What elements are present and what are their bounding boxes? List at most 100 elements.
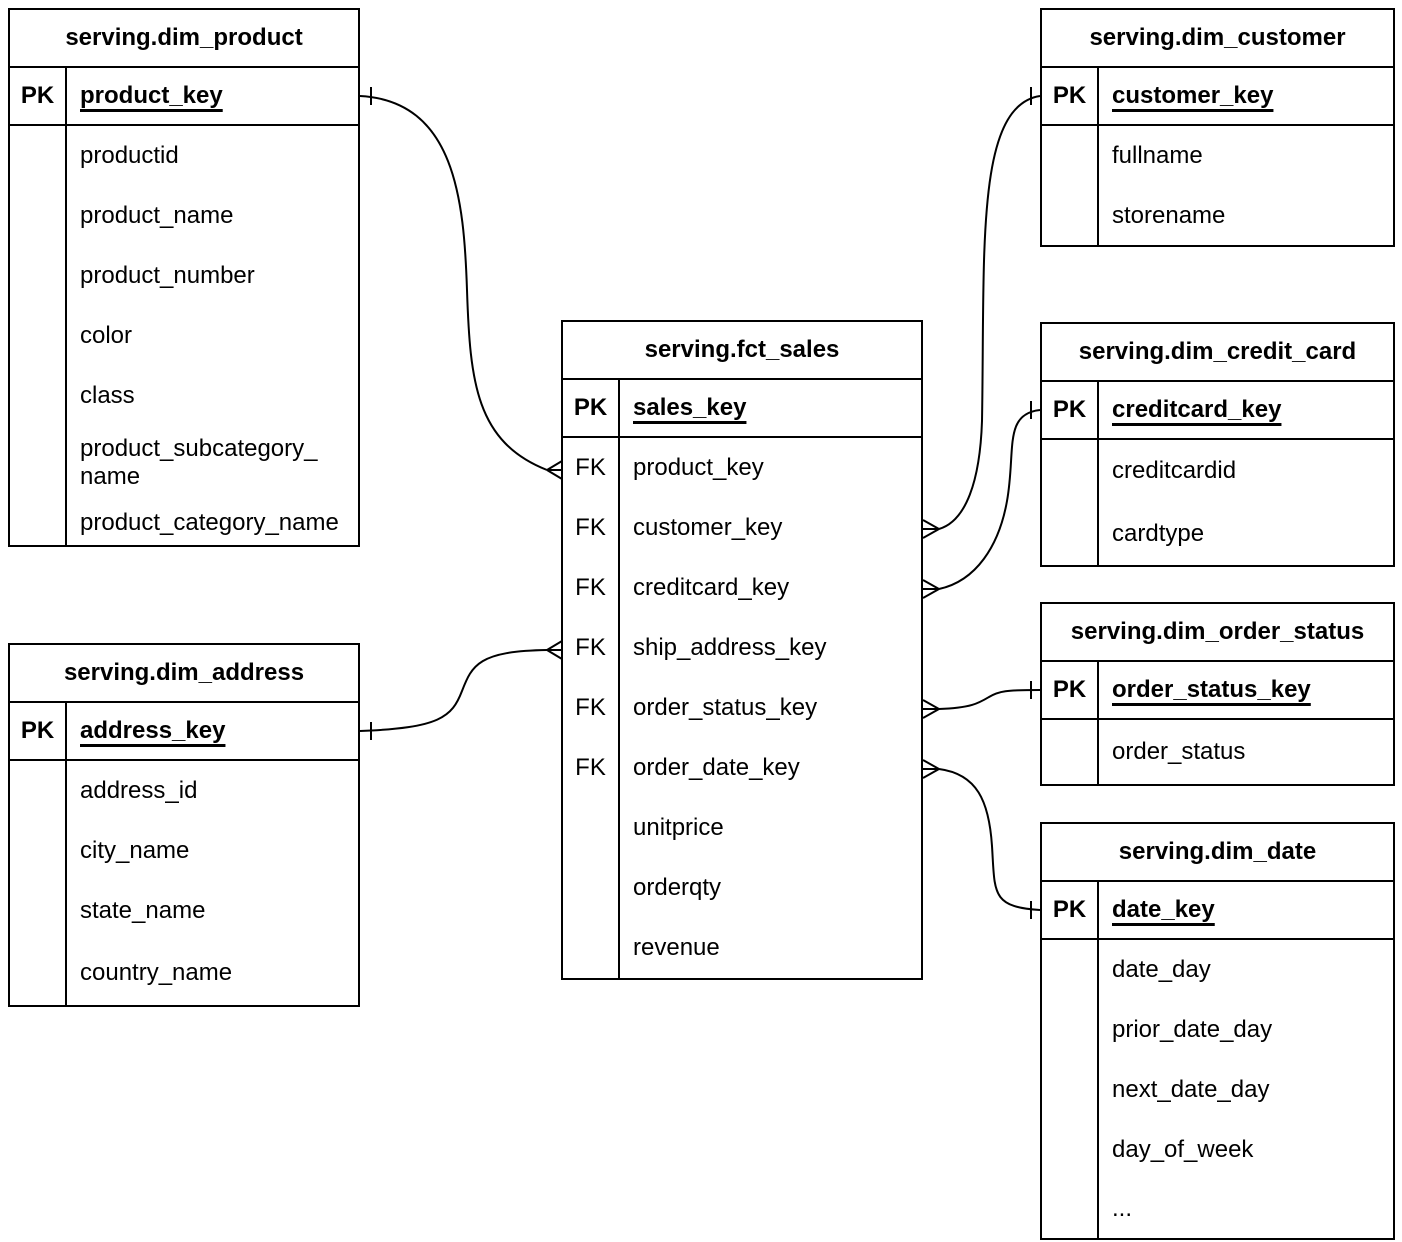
pk-field-name: sales_key	[633, 394, 747, 422]
table-row: day_of_week	[1042, 1120, 1393, 1180]
table-title: serving.dim_credit_card	[1042, 324, 1393, 382]
table-row: creditcardid	[1042, 440, 1393, 502]
field-name: class	[80, 382, 135, 410]
table-serving-dim-date: serving.dim_date PK date_key date_day pr…	[1040, 822, 1395, 1240]
key-cell	[10, 761, 67, 821]
key-cell	[10, 306, 67, 366]
field-name: product_subcategory_ name	[80, 435, 318, 490]
table-row: FK customer_key	[563, 498, 921, 558]
table-row: order_status	[1042, 720, 1393, 784]
key-cell	[10, 426, 67, 500]
pk-field-name: creditcard_key	[1112, 396, 1282, 424]
field-name: product_name	[80, 202, 234, 230]
pk-row: PK creditcard_key	[1042, 382, 1393, 440]
pk-row: PK order_status_key	[1042, 662, 1393, 720]
field-name: revenue	[633, 934, 720, 962]
field-name: product_key	[633, 454, 764, 482]
connector-fct-sales-dim-order-status	[922, 681, 1041, 719]
fk-badge: FK	[563, 438, 620, 498]
table-row: productid	[10, 126, 358, 186]
table-title: serving.dim_product	[10, 10, 358, 68]
field-name: date_day	[1112, 956, 1211, 984]
table-serving-dim-product: serving.dim_product PK product_key produ…	[8, 8, 360, 547]
key-cell	[1042, 1000, 1099, 1060]
crow-foot-many-icon	[922, 759, 940, 779]
pk-badge: PK	[1042, 662, 1099, 718]
table-row: fullname	[1042, 126, 1393, 186]
field-name: order_date_key	[633, 754, 800, 782]
table-row: color	[10, 306, 358, 366]
table-row: FK ship_address_key	[563, 618, 921, 678]
pk-row: PK product_key	[10, 68, 358, 126]
table-serving-fct-sales: serving.fct_sales PK sales_key FK produc…	[561, 320, 923, 980]
key-cell	[1042, 720, 1099, 784]
table-row: state_name	[10, 881, 358, 941]
key-cell	[10, 126, 67, 186]
pk-badge: PK	[10, 703, 67, 759]
crow-foot-many-icon	[922, 519, 940, 539]
pk-field: order_status_key	[1099, 662, 1393, 718]
field-name: order_status	[1112, 738, 1246, 766]
table-row: product_category_name	[10, 500, 358, 545]
key-cell	[10, 366, 67, 426]
table-serving-dim-order-status: serving.dim_order_status PK order_status…	[1040, 602, 1395, 786]
field-name: orderqty	[633, 874, 722, 902]
fk-badge: FK	[563, 678, 620, 738]
connector-dim-address-fct-sales	[359, 640, 563, 740]
key-cell	[1042, 1120, 1099, 1180]
table-row: product_number	[10, 246, 358, 306]
table-title: serving.dim_customer	[1042, 10, 1393, 68]
field-name: order_status_key	[633, 694, 818, 722]
key-cell	[1042, 940, 1099, 1000]
pk-field-name: date_key	[1112, 896, 1215, 924]
key-cell	[1042, 126, 1099, 186]
table-row: prior_date_day	[1042, 1000, 1393, 1060]
table-row: class	[10, 366, 358, 426]
table-title: serving.dim_order_status	[1042, 604, 1393, 662]
table-row: FK creditcard_key	[563, 558, 921, 618]
table-title: serving.dim_date	[1042, 824, 1393, 882]
table-row: orderqty	[563, 858, 921, 918]
connector-fct-sales-dim-date	[922, 759, 1041, 919]
table-row: cardtype	[1042, 502, 1393, 565]
key-cell	[10, 246, 67, 306]
connector-fct-sales-dim-customer	[922, 87, 1041, 539]
field-name: state_name	[80, 897, 206, 925]
crow-foot-many-icon	[546, 460, 563, 480]
pk-badge: PK	[563, 380, 620, 436]
table-row: FK order_status_key	[563, 678, 921, 738]
field-name: country_name	[80, 959, 233, 987]
key-cell	[10, 500, 67, 545]
key-cell	[10, 941, 67, 1005]
key-cell	[1042, 1060, 1099, 1120]
pk-field: creditcard_key	[1099, 382, 1393, 438]
field-name: city_name	[80, 837, 190, 865]
table-title: serving.fct_sales	[563, 322, 921, 380]
fk-badge: FK	[563, 618, 620, 678]
pk-field: sales_key	[620, 380, 921, 436]
field-name: unitprice	[633, 814, 724, 842]
table-row: address_id	[10, 761, 358, 821]
field-name: creditcard_key	[633, 574, 790, 602]
pk-badge: PK	[1042, 382, 1099, 438]
field-name: day_of_week	[1112, 1136, 1254, 1164]
field-name: prior_date_day	[1112, 1016, 1273, 1044]
table-row: date_day	[1042, 940, 1393, 1000]
pk-badge: PK	[1042, 882, 1099, 938]
key-cell	[1042, 502, 1099, 565]
pk-field: address_key	[67, 703, 358, 759]
table-row: next_date_day	[1042, 1060, 1393, 1120]
table-row: product_subcategory_ name	[10, 426, 358, 500]
key-cell	[10, 821, 67, 881]
table-row: ...	[1042, 1180, 1393, 1238]
field-name: color	[80, 322, 133, 350]
table-row: city_name	[10, 821, 358, 881]
field-name: address_id	[80, 777, 198, 805]
field-name: next_date_day	[1112, 1076, 1270, 1104]
field-name: product_category_name	[80, 508, 339, 536]
table-title: serving.dim_address	[10, 645, 358, 703]
crow-foot-many-icon	[546, 640, 563, 660]
pk-field: customer_key	[1099, 68, 1393, 124]
pk-badge: PK	[10, 68, 67, 124]
